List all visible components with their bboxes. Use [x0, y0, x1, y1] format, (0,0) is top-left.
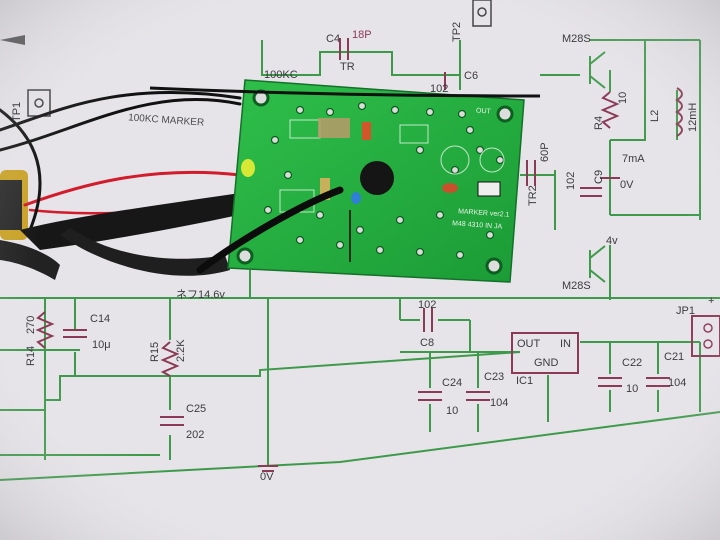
label-tp1: TP1 — [11, 101, 23, 122]
label-r14-val: 270 — [25, 315, 37, 334]
label-r14: R14 — [25, 345, 37, 366]
label-c21: C21 — [664, 351, 685, 363]
label-plus: + — [708, 295, 715, 307]
label-c6-val: 102 — [430, 83, 449, 95]
label-c4-val: 18P — [352, 29, 372, 41]
label-c14: C14 — [90, 313, 111, 325]
label-c23-val: 104 — [490, 397, 509, 409]
label-c6: C6 — [464, 70, 479, 82]
label-ic-gnd: GND — [534, 357, 559, 369]
label-m28s-top: M28S — [562, 33, 591, 45]
label-c8-val: 102 — [418, 299, 437, 311]
silk-out: OUT — [475, 107, 492, 116]
label-c9: C9 — [593, 169, 605, 184]
label-c4: C4 — [326, 33, 341, 45]
label-l2: L2 — [649, 109, 661, 122]
label-l2-val: 12mH — [687, 102, 699, 132]
label-tr: TR — [340, 61, 355, 73]
label-jp1: JP1 — [676, 305, 695, 317]
label-c25-val: 202 — [186, 429, 205, 441]
label-c24: C24 — [442, 377, 463, 389]
label-0v-bottom: 0V — [260, 471, 274, 483]
label-tr2: TR2 — [527, 185, 539, 206]
label-c22: C22 — [622, 357, 643, 369]
label-c9-val: 102 — [565, 171, 577, 190]
label-tr2-val: 60P — [539, 142, 551, 162]
label-c8: C8 — [420, 337, 435, 349]
label-ic-in: IN — [560, 338, 571, 350]
label-tp2: TP2 — [451, 21, 463, 42]
label-c14-val: 10μ — [92, 339, 111, 351]
label-c25: C25 — [186, 403, 207, 415]
label-m28s-bot: M28S — [562, 280, 591, 292]
label-c22-val: 10 — [626, 383, 639, 395]
label-c23: C23 — [484, 371, 505, 383]
label-c24-val: 10 — [446, 405, 459, 417]
label-7ma: 7mA — [622, 153, 645, 165]
label-0v-right: 0V — [620, 179, 634, 191]
label-r4-val: 10 — [617, 91, 629, 104]
label-r4: R4 — [593, 115, 605, 130]
label-4v: 4v — [606, 235, 618, 247]
label-r15-val: 2.2K — [175, 339, 187, 362]
label-neg-supply: ネフ14.6v — [176, 289, 225, 301]
label-r15: R15 — [149, 341, 161, 362]
label-c21-val: 104 — [668, 377, 687, 389]
label-100kc: 100KC — [264, 69, 298, 81]
label-ic1: IC1 — [516, 375, 534, 387]
label-ic-out: OUT — [517, 338, 541, 350]
